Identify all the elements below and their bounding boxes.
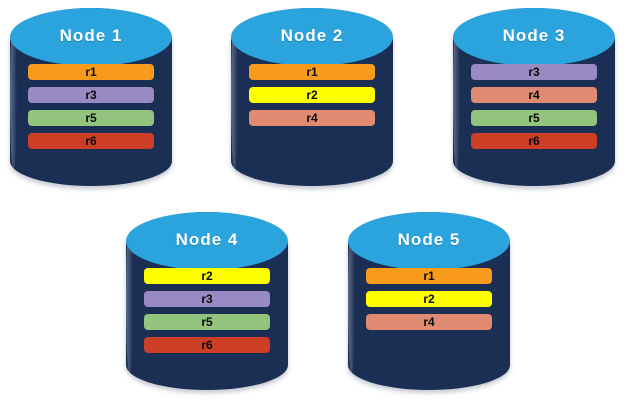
shard-bar[interactable]: r2 — [143, 268, 271, 284]
shard-bar[interactable]: r6 — [143, 337, 271, 353]
node-title: Node 3 — [502, 26, 566, 45]
node-cylinder-2[interactable]: Node 2 r1 r2 r4 — [231, 8, 393, 186]
shard-bar[interactable]: r4 — [248, 110, 376, 126]
cylinder-top-ellipse: Node 2 — [231, 8, 393, 66]
shard-bar[interactable]: r4 — [365, 314, 493, 330]
shard-stack: r1 r2 r4 — [348, 268, 510, 330]
shard-stack: r3 r4 r5 r6 — [453, 64, 615, 149]
node-cylinder-1[interactable]: Node 1 r1 r3 r5 r6 — [10, 8, 172, 186]
shard-bar[interactable]: r6 — [27, 133, 155, 149]
cylinder-top-ellipse: Node 1 — [10, 8, 172, 66]
node-title: Node 2 — [280, 26, 344, 45]
node-title: Node 1 — [59, 26, 123, 45]
cylinder-top-ellipse: Node 5 — [348, 212, 510, 270]
shard-bar[interactable]: r1 — [27, 64, 155, 80]
shard-bar[interactable]: r4 — [470, 87, 598, 103]
node-cylinder-5[interactable]: Node 5 r1 r2 r4 — [348, 212, 510, 390]
shard-stack: r1 r3 r5 r6 — [10, 64, 172, 149]
shard-stack: r1 r2 r4 — [231, 64, 393, 126]
node-cylinder-4[interactable]: Node 4 r2 r3 r5 r6 — [126, 212, 288, 390]
shard-bar[interactable]: r2 — [248, 87, 376, 103]
shard-bar[interactable]: r1 — [365, 268, 493, 284]
shard-bar[interactable]: r3 — [143, 291, 271, 307]
shard-bar[interactable]: r1 — [248, 64, 376, 80]
node-cylinder-3[interactable]: Node 3 r3 r4 r5 r6 — [453, 8, 615, 186]
shard-stack: r2 r3 r5 r6 — [126, 268, 288, 353]
shard-bar[interactable]: r5 — [470, 110, 598, 126]
node-title: Node 4 — [175, 230, 239, 249]
shard-bar[interactable]: r6 — [470, 133, 598, 149]
shard-bar[interactable]: r5 — [27, 110, 155, 126]
node-title: Node 5 — [397, 230, 461, 249]
cylinder-top-ellipse: Node 3 — [453, 8, 615, 66]
shard-bar[interactable]: r5 — [143, 314, 271, 330]
shard-bar[interactable]: r3 — [470, 64, 598, 80]
shard-bar[interactable]: r2 — [365, 291, 493, 307]
cylinder-top-ellipse: Node 4 — [126, 212, 288, 270]
shard-bar[interactable]: r3 — [27, 87, 155, 103]
